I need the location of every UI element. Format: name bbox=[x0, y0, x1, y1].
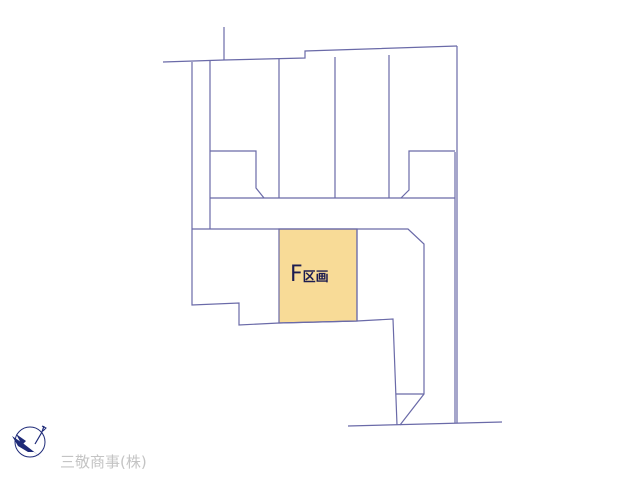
north-boundary bbox=[162, 45, 458, 63]
lot-letter: F bbox=[290, 262, 303, 287]
road-south-edge bbox=[192, 228, 425, 426]
west-notch bbox=[210, 150, 265, 199]
south-road-line bbox=[347, 421, 503, 427]
lot-f-label: F区画 bbox=[290, 262, 329, 287]
company-logo-icon bbox=[12, 425, 47, 458]
east-notch bbox=[400, 150, 455, 199]
lot-suffix: 区画 bbox=[302, 270, 329, 285]
west-south-boundary bbox=[191, 62, 398, 426]
company-name: 三敬商事(株) bbox=[60, 453, 147, 471]
